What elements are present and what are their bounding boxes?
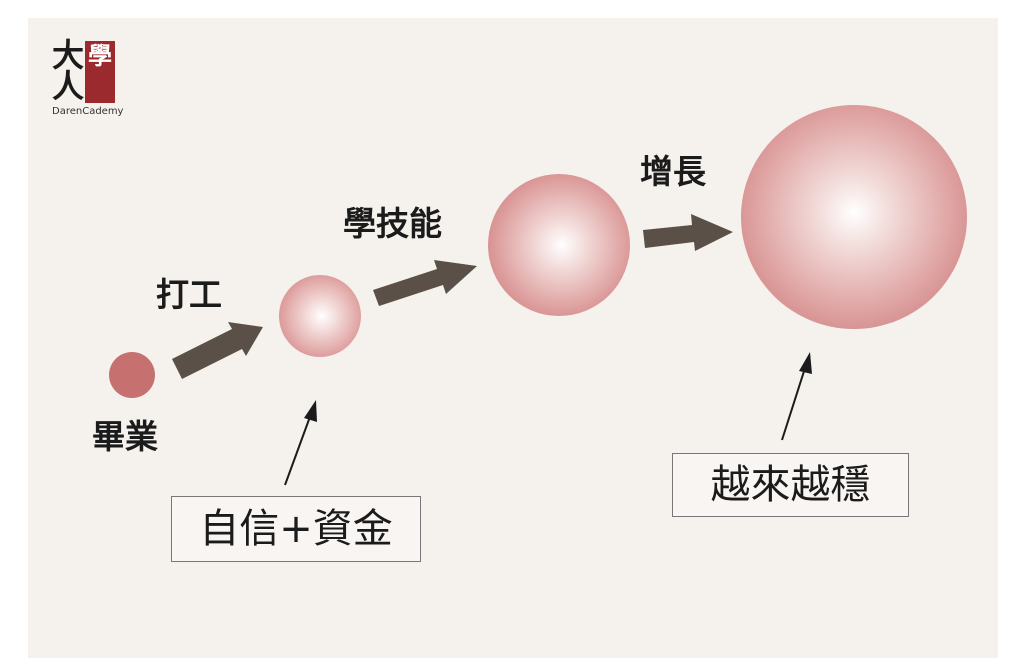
pointer-arrow-confidence xyxy=(284,413,312,486)
arrow-skills-to-growth xyxy=(643,214,733,251)
label-part-time: 打工 xyxy=(156,275,222,314)
pointer-arrowhead-confidence xyxy=(304,400,317,422)
arrow-part-time-to-skills xyxy=(373,260,477,306)
logo-char-xue: 學 xyxy=(85,41,115,103)
logo-wordmark: DarenCademy xyxy=(52,106,124,117)
box-confidence-funds: 自信+資金 xyxy=(171,496,421,562)
box-confidence-funds-text: 自信+資金 xyxy=(199,506,393,552)
circle-graduate xyxy=(109,352,155,398)
logo-char-da: 大 xyxy=(52,36,85,74)
label-growth: 增長 xyxy=(640,152,706,191)
circle-learn-skills xyxy=(488,174,630,316)
circle-growth xyxy=(741,105,967,329)
pointer-arrow-stable xyxy=(781,364,807,441)
logo-char-ren: 人 xyxy=(52,67,85,105)
label-learn-skills: 學技能 xyxy=(343,204,442,243)
box-more-stable: 越來越穩 xyxy=(672,453,909,517)
label-graduate: 畢業 xyxy=(92,417,158,456)
daren-logo: 大 人 學 DarenCademy xyxy=(52,38,132,122)
box-more-stable-text: 越來越穩 xyxy=(710,462,871,508)
pointer-arrowhead-stable xyxy=(799,352,812,374)
arrow-graduate-to-part-time xyxy=(172,322,263,379)
circle-part-time xyxy=(279,275,361,357)
